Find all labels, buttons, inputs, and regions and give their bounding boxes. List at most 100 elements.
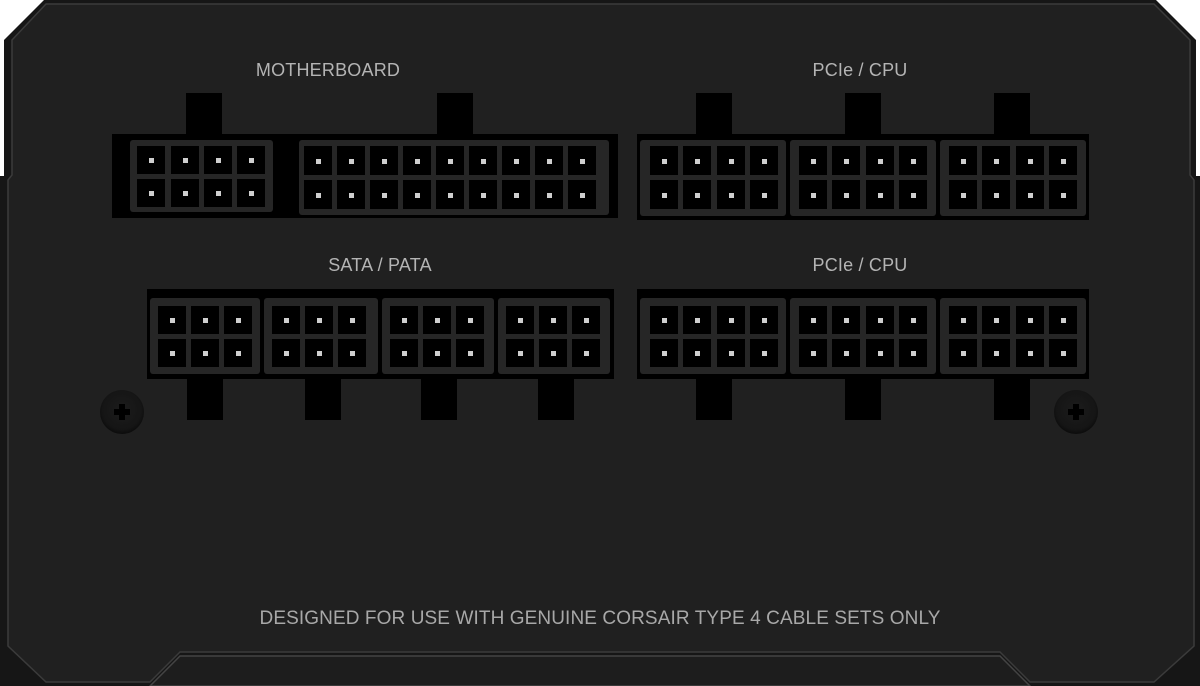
pin: [568, 180, 596, 209]
pin: [237, 179, 265, 207]
pin: [949, 180, 977, 209]
pin: [469, 180, 497, 209]
pin: [338, 306, 366, 334]
pin: [224, 339, 252, 367]
pin: [799, 180, 827, 209]
pin: [1049, 146, 1077, 175]
pin: [1016, 146, 1044, 175]
pin: [506, 306, 534, 334]
pcie-cpu-top-socket-1[interactable]: [640, 140, 786, 216]
pin: [171, 146, 199, 174]
pin: [899, 339, 927, 367]
pin: [717, 306, 745, 334]
pin: [539, 306, 567, 334]
pin: [1016, 306, 1044, 334]
pcie-cpu-top-socket-2[interactable]: [790, 140, 936, 216]
pin: [1049, 306, 1077, 334]
pin: [137, 146, 165, 174]
pin: [423, 339, 451, 367]
label-sata-pata: SATA / PATA: [328, 255, 432, 275]
pin: [224, 306, 252, 334]
pcie-cpu-bottom-socket-1[interactable]: [640, 298, 786, 374]
pin: [535, 180, 563, 209]
pin: [717, 146, 745, 175]
pcie-cpu-top-socket-3[interactable]: [940, 140, 1086, 216]
pin: [572, 339, 600, 367]
label-pcie-cpu-bottom: PCIe / CPU: [812, 255, 908, 275]
pin: [237, 146, 265, 174]
pin: [982, 306, 1010, 334]
pin: [683, 306, 711, 334]
pin: [1049, 339, 1077, 367]
pin: [832, 339, 860, 367]
latch-tab: [187, 374, 223, 420]
pin: [502, 146, 530, 175]
pin: [506, 339, 534, 367]
latch-tab: [305, 374, 341, 420]
pin: [272, 306, 300, 334]
pin: [423, 306, 451, 334]
pin: [403, 180, 431, 209]
latch-tab: [538, 374, 574, 420]
pcie-cpu-bottom-socket-3[interactable]: [940, 298, 1086, 374]
pin: [572, 306, 600, 334]
pin: [456, 339, 484, 367]
latch-tab: [845, 374, 881, 420]
sata-pata-socket-1[interactable]: [150, 298, 260, 374]
latch-tab: [845, 93, 881, 139]
screw-cross: [1073, 404, 1079, 420]
pin: [717, 180, 745, 209]
motherboard-10pin-socket[interactable]: [130, 140, 273, 212]
pin: [799, 339, 827, 367]
sata-pata-socket-4[interactable]: [498, 298, 610, 374]
pin: [171, 179, 199, 207]
pin: [390, 306, 418, 334]
pin: [949, 146, 977, 175]
pin: [750, 339, 778, 367]
pin: [390, 339, 418, 367]
pin: [717, 339, 745, 367]
pin: [204, 179, 232, 207]
pin: [158, 306, 186, 334]
pin: [899, 180, 927, 209]
pin: [370, 146, 398, 175]
screw-cross: [119, 404, 125, 420]
label-pcie-cpu-top: PCIe / CPU: [812, 60, 908, 80]
pin: [866, 180, 894, 209]
pin: [866, 306, 894, 334]
pin: [204, 146, 232, 174]
motherboard-18pin-socket[interactable]: [299, 140, 609, 215]
pin: [535, 146, 563, 175]
pin: [899, 306, 927, 334]
pin: [568, 146, 596, 175]
pin: [370, 180, 398, 209]
pin: [683, 339, 711, 367]
pin: [137, 179, 165, 207]
latch-tab: [696, 93, 732, 139]
pin: [1016, 339, 1044, 367]
pin: [866, 339, 894, 367]
screw-left-icon: [100, 390, 144, 434]
label-motherboard: MOTHERBOARD: [255, 60, 401, 80]
pin: [982, 146, 1010, 175]
pin: [683, 146, 711, 175]
pin: [750, 306, 778, 334]
footer-notice: DESIGNED FOR USE WITH GENUINE CORSAIR TY…: [259, 608, 941, 629]
pin: [1016, 180, 1044, 209]
pin: [650, 180, 678, 209]
pcie-cpu-bottom-socket-2[interactable]: [790, 298, 936, 374]
pin: [750, 180, 778, 209]
sata-pata-socket-3[interactable]: [382, 298, 494, 374]
latch-tab: [186, 93, 222, 139]
pin: [338, 339, 366, 367]
pin: [650, 339, 678, 367]
pin: [949, 306, 977, 334]
sata-pata-socket-2[interactable]: [264, 298, 378, 374]
pin: [337, 180, 365, 209]
pin: [832, 306, 860, 334]
pin: [799, 306, 827, 334]
pin: [304, 146, 332, 175]
pin: [272, 339, 300, 367]
pin: [305, 306, 333, 334]
pin: [158, 339, 186, 367]
